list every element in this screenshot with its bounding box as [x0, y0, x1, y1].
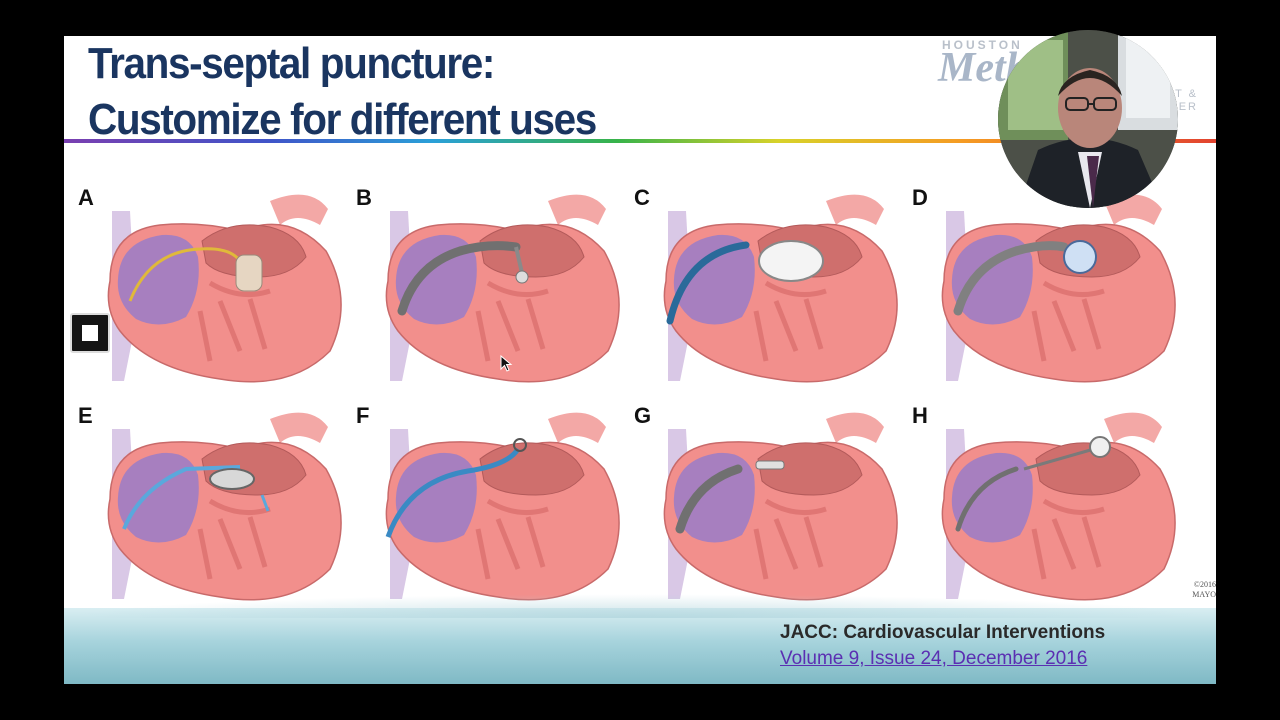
slide-footer: JACC: Cardiovascular Interventions Volum… [64, 594, 1216, 684]
title-line-2: Customize for different uses [88, 95, 597, 144]
panel-label: A [78, 185, 94, 210]
heart-panel-d: D [912, 179, 1192, 391]
heart-illustration [941, 194, 1176, 383]
title-line-1: Trans-septal puncture: [88, 39, 495, 88]
panel-label: E [78, 403, 93, 428]
panel-label: C [634, 185, 650, 210]
panel-label: F [356, 403, 370, 428]
heart-illustration [385, 194, 620, 383]
heart-illustration [941, 412, 1176, 601]
panel-label: B [356, 185, 372, 210]
heart-illustration-grid: A B C D E F [78, 179, 1216, 609]
presenter-video [998, 30, 1178, 208]
heart-illustration [107, 412, 342, 601]
copyright-line-1: ©2016 [1193, 580, 1216, 589]
webcam-overlay [998, 30, 1178, 208]
heart-illustration [385, 412, 620, 601]
heart-illustration [663, 412, 898, 601]
journal-volume-link[interactable]: Volume 9, Issue 24, December 2016 [780, 648, 1088, 669]
rainbow-divider [64, 139, 1216, 143]
stop-icon [82, 325, 98, 341]
heart-panel-g: G [634, 397, 914, 609]
panel-label: G [634, 403, 652, 428]
heart-panel-e: E [78, 397, 358, 609]
cursor-arrow-icon [500, 355, 513, 372]
heart-illustration [107, 194, 342, 383]
slide-title: Trans-septal puncture: Customize for dif… [88, 36, 597, 148]
panel-label: D [912, 185, 928, 210]
heart-illustration [663, 194, 898, 383]
stop-button[interactable] [70, 313, 110, 353]
heart-panel-c: C [634, 179, 914, 391]
logo-top-text: HOUSTON [942, 38, 1023, 52]
heart-panel-a: A [78, 179, 358, 391]
journal-name: JACC: Cardiovascular Interventions [780, 622, 1106, 643]
heart-panel-f: F [356, 397, 636, 609]
heart-panel-b: B [356, 179, 636, 391]
panel-label: H [912, 403, 928, 428]
heart-panel-h: H [912, 397, 1192, 609]
